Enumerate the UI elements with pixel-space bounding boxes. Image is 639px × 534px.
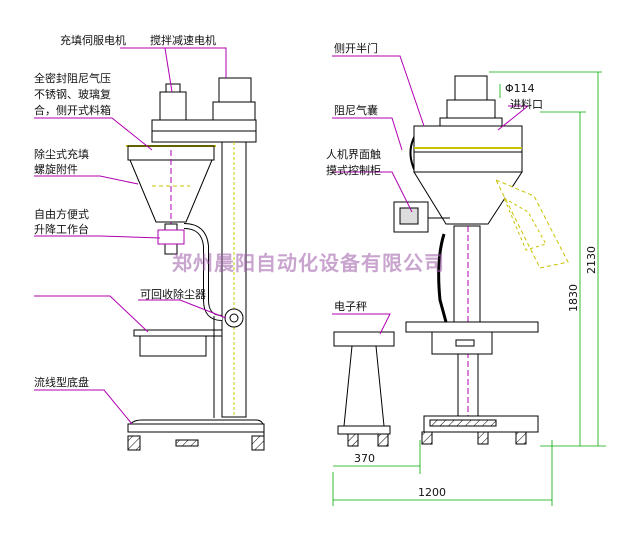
servo-motor xyxy=(159,91,187,121)
electronic-scale xyxy=(333,331,395,347)
dust-auger-line-2: 螺旋附件 xyxy=(34,162,78,176)
right-motor-top xyxy=(454,75,488,101)
right-table xyxy=(405,321,539,333)
hopper-desc-line-1: 全密封阻尼气压 xyxy=(34,71,111,85)
dimension-lines xyxy=(332,71,606,506)
hmi-line-2: 摸式控制柜 xyxy=(326,163,381,177)
inlet-label: 进料口 xyxy=(510,97,543,111)
hmi-line-1: 人机界面触 xyxy=(326,147,381,161)
dust-auger-line-1: 除尘式充填 xyxy=(34,147,89,161)
leader-lines xyxy=(34,47,530,425)
stir-motor-top xyxy=(218,77,252,103)
dim-2130: 2130 xyxy=(585,246,598,274)
dim-phi114: Φ114 xyxy=(505,82,535,95)
dust-collector-label: 可回收除尘器 xyxy=(140,287,206,301)
scale-label: 电子秤 xyxy=(334,300,367,313)
side-door-label: 侧开半门 xyxy=(334,41,378,55)
damper-bag-label: 阻尼气囊 xyxy=(334,103,378,117)
left-view xyxy=(126,77,265,451)
dim-370: 370 xyxy=(354,452,375,465)
base-label: 流线型底盘 xyxy=(34,375,89,389)
hopper-desc-line-3: 合，侧开式料箱 xyxy=(34,103,111,117)
platform-line-2: 升降工作台 xyxy=(34,222,89,236)
hopper-desc-line-2: 不锈钢、玻璃复 xyxy=(34,87,111,101)
labels: 充填伺服电机 搅拌减速电机 全密封阻尼气压 不锈钢、玻璃复 合，侧开式料箱 除尘… xyxy=(34,33,543,389)
dim-1830: 1830 xyxy=(567,284,580,312)
company-watermark: 郑州晨阳自动化设备有限公司 xyxy=(172,251,445,275)
dimension-text: Φ114 1830 2130 370 1200 xyxy=(354,82,598,499)
dim-1200: 1200 xyxy=(418,486,446,499)
right-view xyxy=(333,75,569,447)
stir-motor-label: 搅拌减速电机 xyxy=(150,33,216,47)
platform-line-1: 自由方便式 xyxy=(34,207,89,221)
servo-motor-label: 充填伺服电机 xyxy=(60,33,126,47)
